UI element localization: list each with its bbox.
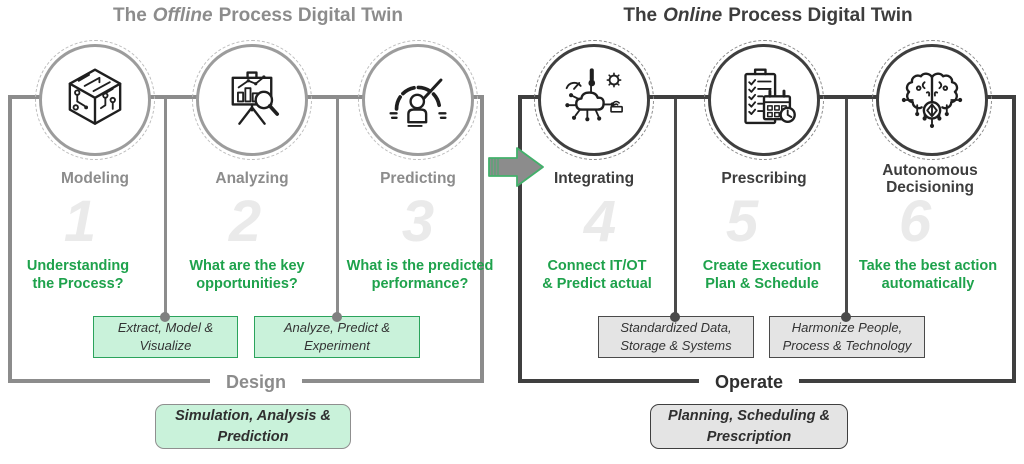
offline-to-online-arrow-icon [488,147,544,187]
offline-title-post: Process Digital Twin [218,5,404,26]
question-line: the Process? [32,275,124,292]
stage-label-prescribing: Prescribing [721,170,807,187]
info-box-analyze-predict-experiment: Analyze, Predict & Experiment [254,316,420,358]
stage-question-analyzing: What are the key opportunities? [158,258,336,294]
question-line: What is the predicted [346,258,494,274]
question-line: automatically [881,275,975,292]
stage-number-6: 6 [898,189,932,254]
stage-number-5: 5 [725,189,759,254]
chart-magnifier-icon [231,71,280,125]
stage-question-prescribing: Create Execution Plan & Schedule [673,258,851,294]
connector-line [336,99,339,317]
brain-circuit-icon [901,72,963,128]
question-line: Connect IT/OT [547,258,647,274]
question-line: Create Execution [702,258,822,274]
info-box-extract-model-visualize: Extract, Model & Visualize [93,316,238,358]
connector-dot [332,312,342,322]
summary-line: Planning, Scheduling & [668,408,830,425]
stage-circle-modeling [35,40,155,160]
stage-circle-predicting [358,40,478,160]
online-title-post: Process Digital Twin [728,5,913,26]
stage-question-modeling: Understanding the Process? [0,258,167,294]
info-box-line: Visualize [139,338,192,353]
stage-circle-analyzing [192,40,312,160]
stage-label-autonomous: Autonomous Decisioning [882,162,978,197]
connector-line [164,99,167,317]
question-line: opportunities? [196,275,298,292]
info-box-line: Analyze, Predict & [283,320,391,336]
checklist-calendar-icon [744,68,796,125]
offline-summary-box: Simulation, Analysis & Prediction [155,404,351,449]
info-box-line: Storage & Systems [620,338,732,353]
stage-question-integrating: Connect IT/OT & Predict actual [508,258,686,294]
info-box-harmonize-people: Harmonize People, Process & Technology [769,316,925,358]
connector-line [674,99,677,317]
stage-label-predicting: Predicting [380,170,456,187]
iot-cloud-icon [565,68,623,122]
stage-circle-prescribing [704,40,824,160]
online-summary-box: Planning, Scheduling & Prescription [650,404,848,449]
offline-title-pre: The [112,5,147,26]
connector-line [845,99,848,317]
stage-question-predicting: What is the predicted performance? [331,258,509,294]
gauge-person-icon [389,78,447,127]
info-box-line: Process & Technology [782,338,912,353]
connector-dot [841,312,851,322]
summary-line: Simulation, Analysis & [175,408,331,425]
question-line: What are the key [189,258,305,274]
stage-circle-integrating [534,40,654,160]
question-line: & Predict actual [542,275,652,292]
stage-number-3: 3 [401,189,435,254]
online-title-emph: Online [663,5,723,26]
stage-circle-autonomous [872,40,992,160]
info-box-line: Standardized Data, [620,320,732,336]
stage-label-integrating: Integrating [553,170,635,187]
question-line: Plan & Schedule [705,275,819,292]
info-box-standardized-data: Standardized Data, Storage & Systems [598,316,754,358]
info-box-line: Experiment [304,338,370,353]
question-line: Understanding [26,258,130,274]
question-line: performance? [371,275,469,292]
design-bracket-label: Design [209,369,303,395]
stage-number-2: 2 [228,189,262,254]
info-box-line: Harmonize People, [791,320,903,336]
stage-question-autonomous: Take the best action automatically [839,258,1017,294]
cube-circuit-icon [68,68,122,125]
connector-dot [670,312,680,322]
question-line: Take the best action [858,258,998,274]
stage-number-1: 1 [63,189,97,254]
offline-title-emph: Offline [152,5,213,26]
stage-label-analyzing: Analyzing [215,170,289,187]
summary-line: Prescription [706,428,792,445]
stage-label-modeling: Modeling [60,170,130,187]
info-box-line: Extract, Model & [117,320,214,336]
summary-line: Prediction [217,428,289,445]
stage-number-4: 4 [583,189,617,254]
online-title-pre: The [623,5,658,26]
operate-bracket-label: Operate [698,369,800,395]
connector-dot [160,312,170,322]
